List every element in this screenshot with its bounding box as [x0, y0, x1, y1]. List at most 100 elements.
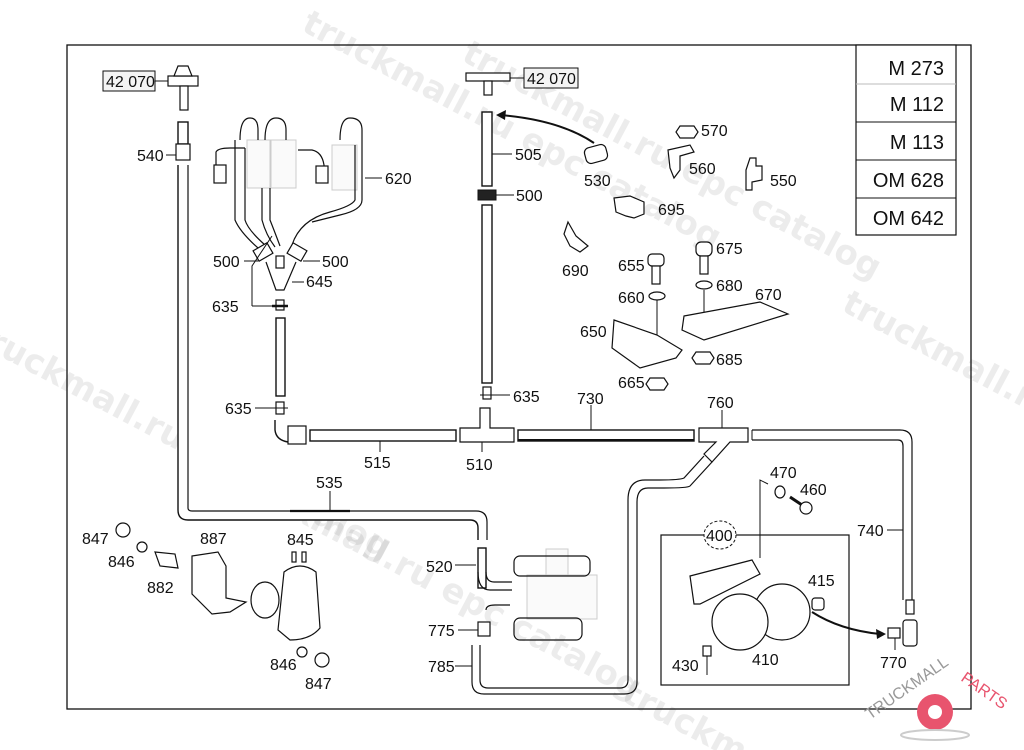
hose-540-segment	[177, 121, 189, 145]
callout-887[interactable]: 887	[200, 531, 227, 548]
washer-470	[774, 485, 786, 499]
callout-510[interactable]: 510	[466, 457, 493, 474]
t-fitting-icon	[465, 72, 511, 96]
vacuum-unit-cluster	[213, 117, 363, 249]
reference-label[interactable]: 42 070	[527, 71, 576, 88]
hose-740	[752, 429, 913, 600]
elbow-connector	[287, 425, 307, 445]
t-connector-510	[459, 407, 515, 443]
callout-620[interactable]: 620	[385, 171, 412, 188]
callout-400[interactable]: 400	[706, 528, 733, 545]
callout-460[interactable]: 460	[800, 482, 827, 499]
callout-540[interactable]: 540	[137, 148, 164, 165]
callout-550[interactable]: 550	[770, 173, 797, 190]
engine-variant[interactable]: M 112	[890, 94, 944, 116]
engine-variant[interactable]: OM 628	[873, 170, 944, 192]
callout-685[interactable]: 685	[716, 352, 743, 369]
clamp-500	[477, 189, 497, 201]
hose-505	[481, 111, 493, 187]
bracket-560	[667, 144, 695, 180]
callout-730[interactable]: 730	[577, 391, 604, 408]
washer-660	[648, 291, 666, 301]
callout-846[interactable]: 846	[108, 554, 135, 571]
watermark: truckmall.ru e	[836, 283, 1024, 445]
washer-846	[296, 646, 308, 658]
clip-690	[563, 220, 589, 253]
callout-635[interactable]: 635	[212, 299, 239, 316]
valve-550	[745, 157, 763, 191]
reference-box-right[interactable]	[523, 67, 579, 89]
callout-635[interactable]: 635	[225, 401, 252, 418]
callout-500[interactable]: 500	[516, 188, 543, 205]
callout-520[interactable]: 520	[426, 559, 453, 576]
vacuum-sphere	[711, 593, 769, 651]
callout-760[interactable]: 760	[707, 395, 734, 412]
bolt-675	[695, 241, 713, 257]
callout-785[interactable]: 785	[428, 659, 455, 676]
elbow-770	[902, 619, 918, 647]
bracket-670	[681, 301, 790, 341]
hose-vertical-left	[275, 317, 286, 397]
assembly-box-400	[660, 534, 850, 686]
callout-570[interactable]: 570	[701, 123, 728, 140]
assembly-arrow	[499, 114, 595, 144]
callout-670[interactable]: 670	[755, 287, 782, 304]
callout-500[interactable]: 500	[322, 254, 349, 271]
callout-635[interactable]: 635	[513, 389, 540, 406]
assembly-arrow	[811, 611, 881, 635]
bracket-400	[689, 559, 761, 605]
callout-415[interactable]: 415	[808, 573, 835, 590]
engine-variant[interactable]: M 113	[890, 132, 944, 154]
callout-650[interactable]: 650	[580, 324, 607, 341]
t-fitting-icon	[167, 65, 199, 111]
callout-770[interactable]: 770	[880, 655, 907, 672]
nut-570	[675, 125, 699, 139]
valve-unit	[513, 548, 598, 641]
callout-660[interactable]: 660	[618, 290, 645, 307]
callout-410[interactable]: 410	[752, 652, 779, 669]
bolt-655	[647, 253, 665, 267]
callout-665[interactable]: 665	[618, 375, 645, 392]
clip-695	[613, 195, 645, 219]
callout-655[interactable]: 655	[618, 258, 645, 275]
callout-846[interactable]: 846	[270, 657, 297, 674]
callout-882[interactable]: 882	[147, 580, 174, 597]
callout-680[interactable]: 680	[716, 278, 743, 295]
callout-847[interactable]: 847	[305, 676, 332, 693]
callout-847[interactable]: 847	[82, 531, 109, 548]
callout-430[interactable]: 430	[672, 658, 699, 675]
bracket-650	[611, 319, 683, 369]
callout-845[interactable]: 845	[287, 532, 314, 549]
callout-775[interactable]: 775	[428, 623, 455, 640]
bolt-430	[702, 645, 712, 657]
callout-470[interactable]: 470	[770, 465, 797, 482]
callout-505[interactable]: 505	[515, 147, 542, 164]
logo-text-red: PARTS	[958, 669, 1010, 713]
callout-740[interactable]: 740	[857, 523, 884, 540]
washer-680	[695, 280, 713, 290]
connector-540	[175, 143, 191, 161]
callout-675[interactable]: 675	[716, 241, 743, 258]
reference-label[interactable]: 42 070	[106, 74, 155, 91]
callout-645[interactable]: 645	[306, 274, 333, 291]
valve-882	[154, 551, 179, 569]
engine-variant[interactable]: OM 642	[873, 208, 944, 230]
bracket-887	[191, 551, 248, 615]
callout-530[interactable]: 530	[584, 173, 611, 190]
callout-535[interactable]: 535	[316, 475, 343, 492]
washer-846	[136, 541, 148, 553]
callout-515[interactable]: 515	[364, 455, 391, 472]
callout-695[interactable]: 695	[658, 202, 685, 219]
callout-690[interactable]: 690	[562, 263, 589, 280]
sleeve-530	[583, 143, 609, 165]
callout-500[interactable]: 500	[213, 254, 240, 271]
hose-785	[479, 455, 705, 689]
reference-box-left[interactable]: 42 070	[102, 70, 168, 92]
connector-775	[477, 621, 491, 637]
engine-variant[interactable]: M 273	[888, 58, 944, 80]
washer-847	[314, 652, 330, 668]
engine-variant-table: M 273 M 112 M 113 OM 628 OM 642	[855, 44, 957, 236]
hose-515	[309, 429, 457, 442]
callout-560[interactable]: 560	[689, 161, 716, 178]
